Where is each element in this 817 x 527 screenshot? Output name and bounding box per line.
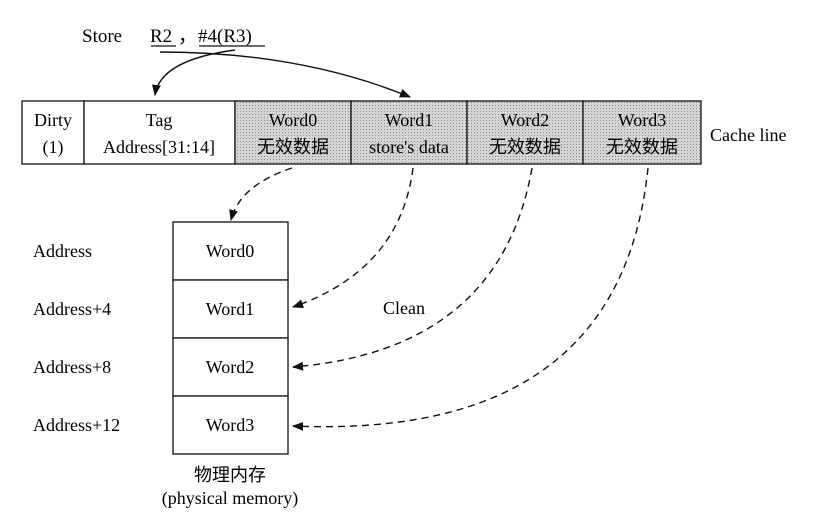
clean-label: Clean xyxy=(383,298,425,318)
instruction-operand: #4(R3) xyxy=(198,26,252,47)
dashed-arrow-word1 xyxy=(291,167,414,308)
cache-line: Dirty (1) Tag Address[31:14] Word0 无效数据 … xyxy=(21,100,702,165)
cache-line-label: Cache line xyxy=(710,125,786,145)
address-label-0: Address xyxy=(33,241,92,261)
cell-word3-title: Word3 xyxy=(618,110,667,130)
instruction-separator: ， xyxy=(178,26,197,47)
dashed-arrow-word2 xyxy=(291,167,533,371)
arrow-to-tag xyxy=(152,49,236,97)
cell-dirty-title: Dirty xyxy=(34,110,72,130)
memory-cell-word3 xyxy=(172,395,289,455)
arrow-to-word1 xyxy=(159,51,412,98)
cell-dirty-value: (1) xyxy=(43,137,64,158)
memory-caption-cn: 物理内存 xyxy=(194,465,266,486)
cell-word0-content: 无效数据 xyxy=(257,137,329,158)
cache-cell-tag xyxy=(83,100,236,165)
cache-cell-word0 xyxy=(234,100,352,165)
address-label-2: Address+8 xyxy=(33,357,111,377)
memory-cell-word0 xyxy=(172,221,289,281)
instruction-opcode: Store xyxy=(82,26,122,47)
cell-tag-title: Tag xyxy=(146,110,173,130)
cell-tag-value: Address[31:14] xyxy=(103,137,215,157)
cache-cell-word3 xyxy=(582,100,702,165)
cell-word2-content: 无效数据 xyxy=(489,137,561,158)
cell-word0-title: Word0 xyxy=(269,110,318,130)
cell-word2-title: Word2 xyxy=(501,110,550,130)
dashed-arrow-word3 xyxy=(291,167,649,431)
store-instruction: Store R2 ， #4(R3) xyxy=(82,26,265,47)
memory-caption-en: (physical memory) xyxy=(162,488,298,509)
cell-word1-title: Word1 xyxy=(385,110,434,130)
instruction-register: R2 xyxy=(150,26,172,47)
address-label-3: Address+12 xyxy=(33,415,120,435)
memory-word0: Word0 xyxy=(206,241,255,261)
cache-cell-word1 xyxy=(350,100,468,165)
memory-word3: Word3 xyxy=(206,415,255,435)
cell-word1-content: store's data xyxy=(369,137,449,157)
address-label-1: Address+4 xyxy=(33,299,111,319)
dashed-arrow-word0 xyxy=(229,167,293,222)
physical-memory: Word0 Word1 Word2 Word3 Address Address+… xyxy=(33,221,298,509)
cell-word3-content: 无效数据 xyxy=(606,137,678,158)
memory-word1: Word1 xyxy=(206,299,255,319)
cache-cell-dirty xyxy=(21,100,85,165)
memory-word2: Word2 xyxy=(206,357,255,377)
